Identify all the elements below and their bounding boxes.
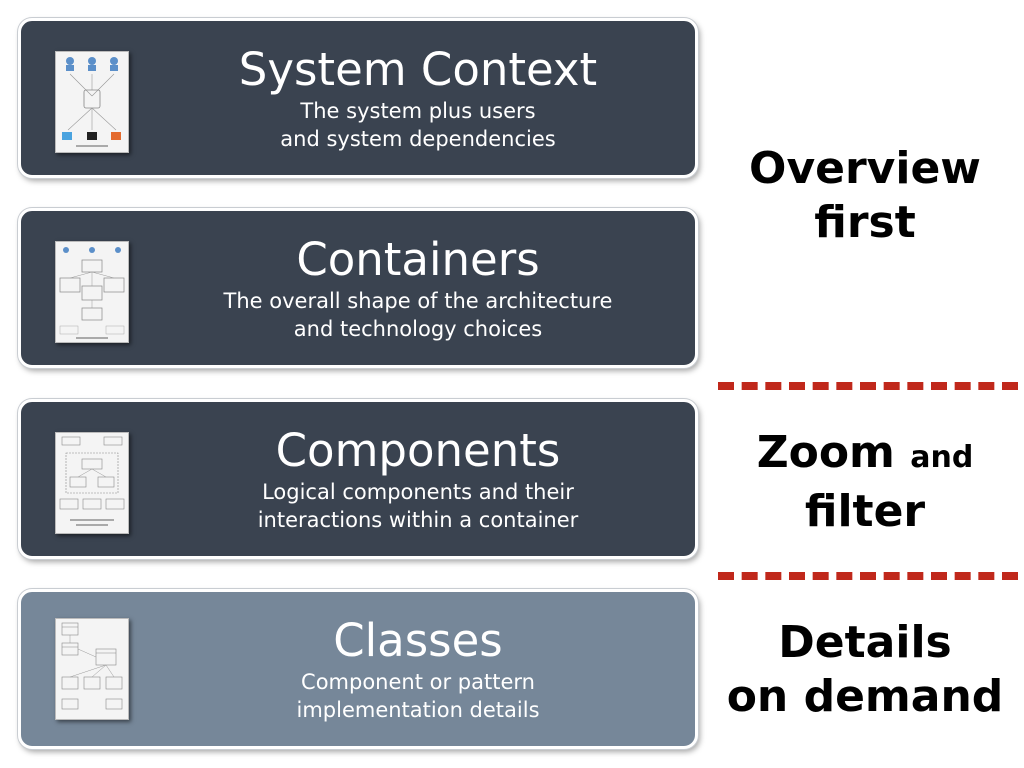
on-demand-words: on demand [726, 671, 1004, 722]
level-components: Components Logical components and their … [18, 399, 698, 559]
zoom-word: Zoom [756, 427, 895, 478]
zoom-and-line: Zoom and [705, 426, 1024, 485]
level-classes: Classes Component or pattern implementat… [18, 589, 698, 749]
overview-first-label: Overview first [705, 142, 1024, 250]
container-diagram-thumbnail-icon [55, 241, 129, 343]
level-containers: Containers The overall shape of the arch… [18, 208, 698, 368]
level-text: System Context The system plus users and… [161, 21, 675, 175]
level-description: The overall shape of the architecture an… [223, 289, 613, 341]
separator-dashed-line [718, 382, 1018, 390]
details-word: Details [778, 617, 952, 668]
level-title: System Context [238, 43, 598, 96]
level-description: Component or pattern implementation deta… [296, 670, 540, 722]
level-title: Components [275, 424, 561, 477]
and-word: and [910, 440, 974, 475]
first-word: first [814, 197, 916, 248]
class-diagram-thumbnail-icon [55, 618, 129, 720]
level-title: Classes [333, 614, 503, 667]
level-text: Containers The overall shape of the arch… [161, 211, 675, 365]
details-on-demand-label: Details on demand [705, 616, 1024, 724]
separator-dashed-line [718, 572, 1018, 580]
zoom-and-filter-label: Zoom and filter [705, 426, 1024, 539]
overview-word: Overview [749, 143, 981, 194]
level-description: Logical components and their interaction… [257, 480, 579, 532]
level-system-context: System Context The system plus users and… [18, 18, 698, 178]
system-context-diagram-thumbnail-icon [55, 51, 129, 153]
level-description: The system plus users and system depende… [280, 99, 556, 151]
level-text: Components Logical components and their … [161, 402, 675, 556]
level-title: Containers [296, 233, 540, 286]
filter-word: filter [804, 486, 926, 537]
level-text: Classes Component or pattern implementat… [161, 592, 675, 746]
component-diagram-thumbnail-icon [55, 432, 129, 534]
